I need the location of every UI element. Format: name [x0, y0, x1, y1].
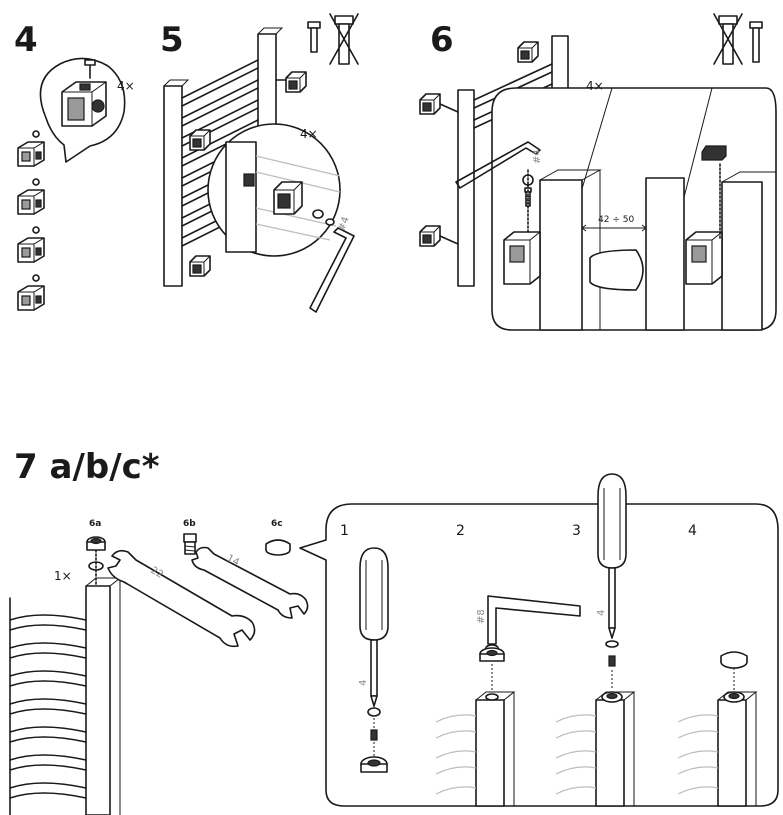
- screw-allowed-icon: [749, 21, 763, 63]
- qty-label: 1×: [54, 569, 72, 583]
- qty-label: 4×: [300, 127, 318, 141]
- hex-key-icon: [309, 227, 355, 313]
- wrench-icon: 14: [191, 546, 309, 619]
- screwdriver-icon: [359, 547, 389, 707]
- step-6: 6: [419, 13, 777, 331]
- wrench-size-small: 14: [225, 553, 241, 569]
- part-6c: [265, 539, 291, 556]
- radiator-column: [677, 691, 758, 807]
- part-label-6c: 6c: [271, 519, 283, 529]
- hex-key-size: #8: [476, 609, 487, 624]
- substep-panel: [299, 503, 779, 807]
- screwdriver-size: 4: [596, 610, 607, 616]
- distance-dimension: [581, 224, 647, 232]
- screwdriver-icon: [597, 473, 627, 639]
- step-title: 7 a/b/c*: [14, 447, 160, 487]
- substep-number: 4: [688, 523, 697, 539]
- detail-panel: #4 42 ÷ 50: [455, 87, 777, 331]
- substep-number: 1: [340, 523, 349, 539]
- step-4: 4 4×: [14, 20, 135, 311]
- callout-magnifier: [39, 57, 126, 163]
- step-number: 6: [430, 20, 454, 60]
- radiator-column: [435, 691, 516, 807]
- qty-label: 4×: [117, 79, 135, 93]
- step-5: 5: [160, 13, 359, 313]
- distance-label: 42 ÷ 50: [598, 215, 634, 225]
- step-7: 7 a/b/c* 1× 6a 6b: [9, 447, 779, 815]
- hex-key-icon: [455, 141, 541, 189]
- substep-number: 3: [572, 523, 581, 539]
- tool-size: #4: [532, 149, 543, 164]
- part-label-6a: 6a: [89, 519, 101, 529]
- radiator-frame: [419, 35, 569, 287]
- screw-crossed-icon: [713, 13, 743, 65]
- wrench-icon: 22: [107, 549, 256, 648]
- tool-size: #4: [336, 215, 351, 233]
- cap-part: [720, 651, 748, 669]
- radiator-column: [555, 691, 636, 807]
- screwdriver-size: 4: [358, 680, 369, 686]
- callout-circle: [207, 123, 341, 257]
- screw-allowed-icon: [307, 21, 321, 53]
- radiator-corner: [9, 549, 122, 815]
- step-number: 4: [14, 20, 38, 60]
- qty-label: 4×: [586, 79, 604, 93]
- screw-crossed-icon: [329, 13, 359, 65]
- hex-key-icon: [487, 595, 581, 645]
- part-6b: [183, 533, 197, 555]
- step-number: 5: [160, 20, 184, 60]
- part-label-6b: 6b: [183, 519, 196, 529]
- substep-number: 2: [456, 523, 465, 539]
- parts-column: [17, 130, 45, 311]
- part-6a: [86, 536, 106, 551]
